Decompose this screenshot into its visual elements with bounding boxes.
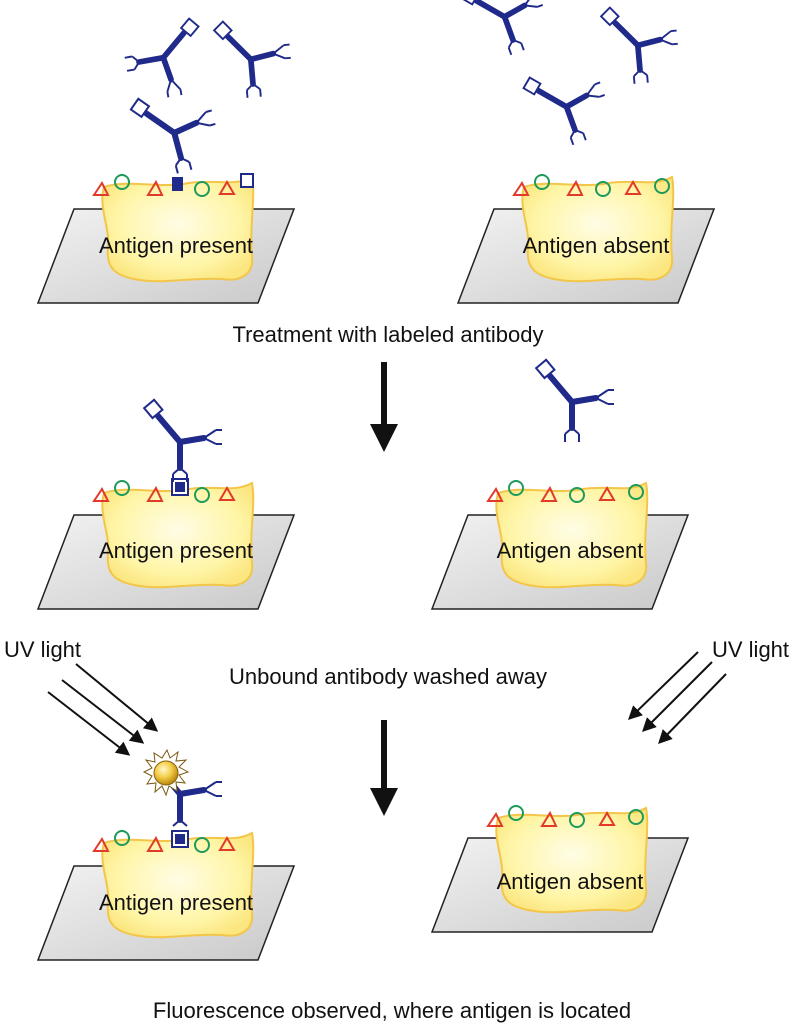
step-observe-text: Fluorescence observed, where antigen is … (153, 998, 631, 1023)
bound-antibody (144, 400, 222, 482)
panel-row3-absent: Antigen absent (431, 805, 689, 933)
fluorescence-glow-icon (142, 748, 190, 797)
label-antigen-present: Antigen present (99, 538, 253, 563)
antigen-marker (172, 177, 183, 191)
down-arrow-icon (370, 362, 398, 452)
label-antigen-absent: Antigen absent (497, 538, 644, 563)
panel-row2-present: Antigen present (37, 400, 295, 610)
panel-row2-absent: Antigen absent (431, 360, 689, 610)
antibody (536, 360, 614, 442)
antibody (213, 16, 293, 100)
cell (101, 176, 255, 283)
label-antigen-absent: Antigen absent (523, 233, 670, 258)
step-treatment-text: Treatment with labeled antibody (232, 322, 543, 347)
uv-arrows-right (627, 651, 727, 745)
label-antigen-present: Antigen present (99, 890, 253, 915)
antibody (120, 17, 210, 103)
label-antigen-absent: Antigen absent (497, 869, 644, 894)
panel-row1-present: Antigen present (37, 16, 294, 304)
step-wash-text: Unbound antibody washed away (229, 664, 547, 689)
down-arrow-icon (370, 720, 398, 816)
uv-light-label-left: UV light (4, 637, 81, 662)
antibody (600, 2, 680, 86)
uv-arrows-left (47, 663, 159, 756)
cell (101, 832, 255, 939)
label-antigen-present: Antigen present (99, 233, 253, 258)
bound-antibody (167, 779, 222, 827)
cell (101, 482, 255, 589)
label-square (240, 173, 254, 188)
antigen-marker (175, 834, 185, 844)
antibody (129, 81, 225, 181)
panel-row3-present: Antigen present (37, 748, 295, 961)
antibody (459, 0, 555, 64)
antibody (521, 55, 617, 154)
uv-light-label-right: UV light (712, 637, 789, 662)
antigen-marker (175, 482, 185, 492)
panel-row1-absent: Antigen absent (458, 0, 715, 304)
